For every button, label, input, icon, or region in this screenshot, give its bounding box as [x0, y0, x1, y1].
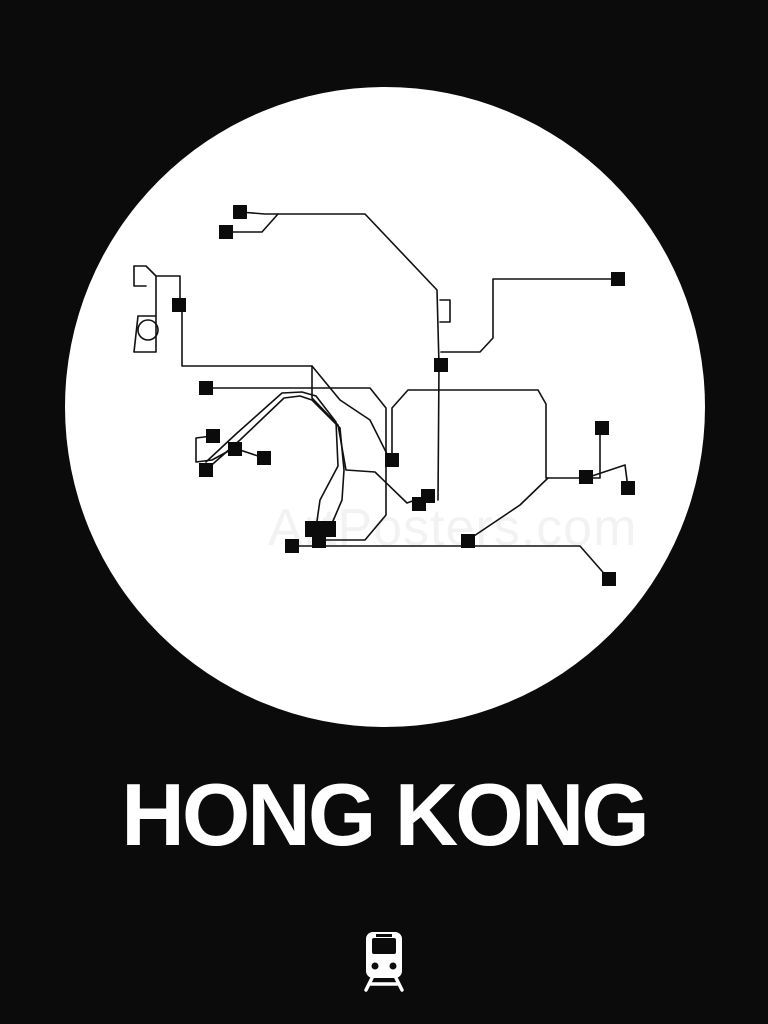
- line-east-branch: [440, 278, 619, 353]
- station: [172, 298, 186, 312]
- line-tung-chung-a: [205, 395, 345, 529]
- line-east-rail: [239, 211, 440, 501]
- city-title: HONG KONG: [121, 765, 649, 864]
- station: [305, 521, 321, 537]
- station: [199, 381, 213, 395]
- line-kwun-tong: [391, 389, 601, 479]
- line-south-east: [467, 477, 549, 541]
- line-west-stem: [133, 265, 147, 287]
- station: [461, 534, 475, 548]
- station: [219, 225, 233, 239]
- line-tung-chung-b: [205, 391, 339, 529]
- station: [434, 358, 448, 372]
- station: [285, 539, 299, 553]
- station: [206, 429, 220, 443]
- line-terminal-stub: [439, 299, 451, 323]
- line-tseung-kwan-o: [585, 464, 629, 489]
- station: [312, 534, 326, 548]
- station: [421, 489, 435, 503]
- station: [602, 572, 616, 586]
- line-tuen-ma-north: [225, 213, 279, 233]
- station: [579, 470, 593, 484]
- line-tsuen-wan: [205, 387, 387, 541]
- train-icon: [364, 932, 404, 992]
- line-cross: [311, 365, 391, 461]
- station: [233, 205, 247, 219]
- station: [228, 442, 242, 456]
- station: [199, 463, 213, 477]
- line-west-loop: [133, 265, 181, 353]
- station: [257, 451, 271, 465]
- line-west-ring: [137, 319, 159, 341]
- line-island: [291, 545, 609, 579]
- station: [385, 453, 399, 467]
- station: [320, 521, 336, 537]
- station: [595, 421, 609, 435]
- station: [611, 272, 625, 286]
- station: [621, 481, 635, 495]
- line-tuen-ma: [177, 304, 427, 504]
